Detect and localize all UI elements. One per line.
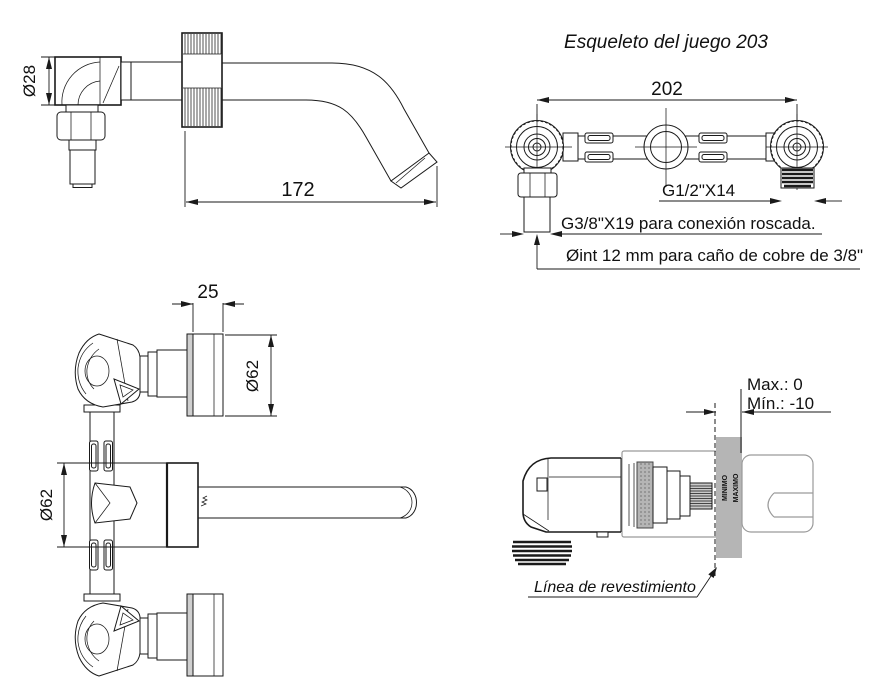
spout-inlet-pipe [69,149,96,185]
skeleton-title: Esqueleto del juego 203 [564,32,768,53]
spout-elbow-nut [56,111,106,141]
view-valve-detail: MINIMO MAXIMO Max.: 0 Mín.: -10 Línea de… [512,375,831,598]
plan-top-handle [74,333,224,417]
band-max-label: MAXIMO [733,473,740,502]
valve-body [522,457,621,533]
thread-g38-note: G3/8"X19 para conexión roscada. [561,214,816,233]
skeleton-left-pipe [523,196,551,233]
skeleton-left-nut [517,172,558,198]
valve-thread [512,540,572,566]
spout-outer-curve [222,62,430,154]
view-spout-side: Ø28 172 [20,32,438,207]
wall-covering-band [716,437,742,558]
covering-line-note: Línea de revestimiento [534,579,696,596]
plan-bottom-handle [74,593,224,677]
min-label: Mín.: -10 [747,394,814,413]
plan-spout-escutcheon [166,462,199,548]
dim-spout-length-label: 172 [281,179,314,201]
band-min-label: MINIMO [722,474,729,501]
dim-body-diameter-label: Ø62 [37,489,56,521]
copper-pipe-note: Øint 12 mm para caño de cobre de 3/8" [566,246,863,265]
view-skeleton: Esqueleto del juego 203 202 [500,32,863,270]
view-plan: 25 Ø62 Ø62 [37,282,417,677]
thread-g12-label: G1/2"X14 [662,181,735,200]
dim-handle-diameter-label: Ø62 [243,360,262,392]
spout-elbow-body [54,56,122,106]
dim-handle-depth-label: 25 [197,282,218,303]
spout-tip [390,152,438,189]
plan-valve-cone [91,482,138,524]
max-label: Max.: 0 [747,375,803,394]
brand-mark [200,495,208,507]
dim-spout-diameter-label: Ø28 [20,65,39,97]
dim-skeleton-width-label: 202 [651,79,683,100]
